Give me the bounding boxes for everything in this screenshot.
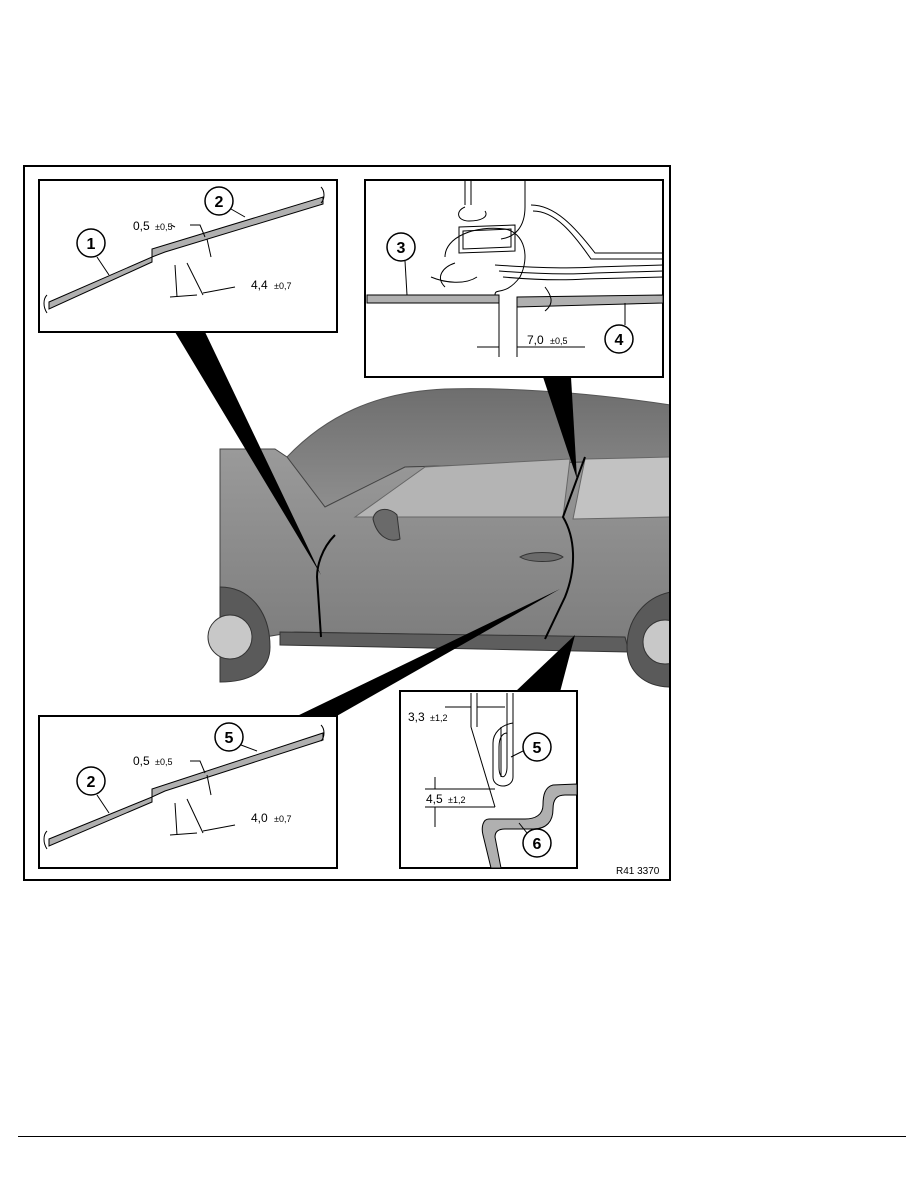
panel-5-outline [151,732,324,798]
panel-1-outline [48,256,153,310]
leader-bottom-right [515,635,575,692]
callout-5-marker: 5 [214,722,258,752]
callout-5-lower: 5 [533,740,542,757]
panel-3-outline [366,294,500,304]
callout-2-marker: 2 [204,186,246,218]
callout-2-lower: 2 [87,774,96,791]
car-illustration [207,388,669,688]
leader-bottom-left [295,589,560,717]
front-wheel-rim [207,614,253,660]
panel-2-lower-outline [48,796,153,847]
gap-value: 0,5 [133,219,150,233]
callout-1-marker: 1 [76,228,110,276]
gap-value-lower: 0,5 [133,754,150,768]
callout-6: 6 [533,836,542,853]
callout-4: 4 [615,332,624,349]
rear-wheel-rim [642,619,669,665]
callout-3-marker: 3 [386,232,416,296]
door-seal [444,227,526,296]
door-flange [492,693,514,787]
callout-2-lower-marker: 2 [76,766,110,814]
offset-tolerance: ±0,7 [274,281,291,291]
detail-top-right: 3 4 7,0 ±0,5 [364,179,664,378]
figure-reference: R41 3370 [616,866,660,877]
callout-5-lower-marker: 5 [510,732,552,762]
rear-window [572,456,669,520]
front-door-gap [315,534,336,638]
callout-4-marker: 4 [604,303,634,354]
leader-top-left [175,332,321,575]
detail-bottom-left: 2 5 0,5 ±0,5 4,0 ±0,7 [38,715,338,869]
offset-value-lower: 4,0 [251,811,268,825]
car-roof [286,388,669,508]
door-handle [519,552,564,562]
offset-value-top-right: 7,0 [527,333,544,347]
side-mirror [372,509,401,541]
offset-value: 4,4 [251,278,268,292]
gap-tolerance-lower: ±0,5 [155,757,172,767]
detail-bottom-right: 5 6 3,3 ±1,2 4,5 ±1,2 [399,690,578,869]
callout-2: 2 [215,194,224,211]
offset-tolerance-top-right: ±0,5 [550,336,567,346]
gap-tolerance: ±0,5 [155,222,172,232]
front-window [353,458,571,518]
callout-1: 1 [87,236,96,253]
offset-value-bottom-right: 4,5 [426,792,443,806]
leader-top-right [543,377,577,479]
offset-tolerance-bottom-right: ±1,2 [448,795,465,805]
diagram-artwork: 1 2 0,5 ±0,5 4,4 ±0,7 [38,179,669,877]
door-gap-diagram: 1 2 0,5 ±0,5 4,4 ±0,7 [23,165,671,881]
sill-profile [481,783,578,869]
callout-5: 5 [225,730,234,747]
gap-tolerance-bottom-right: ±1,2 [430,713,447,723]
detail-top-left: 1 2 0,5 ±0,5 4,4 ±0,7 [38,179,338,333]
leader-wedges [175,332,577,717]
offset-tolerance-lower: ±0,7 [274,814,291,824]
footer-divider [18,1136,906,1137]
gap-value-bottom-right: 3,3 [408,710,425,724]
callout-6-marker: 6 [518,822,552,858]
rear-door-gap [544,456,586,640]
callout-3: 3 [397,240,406,257]
